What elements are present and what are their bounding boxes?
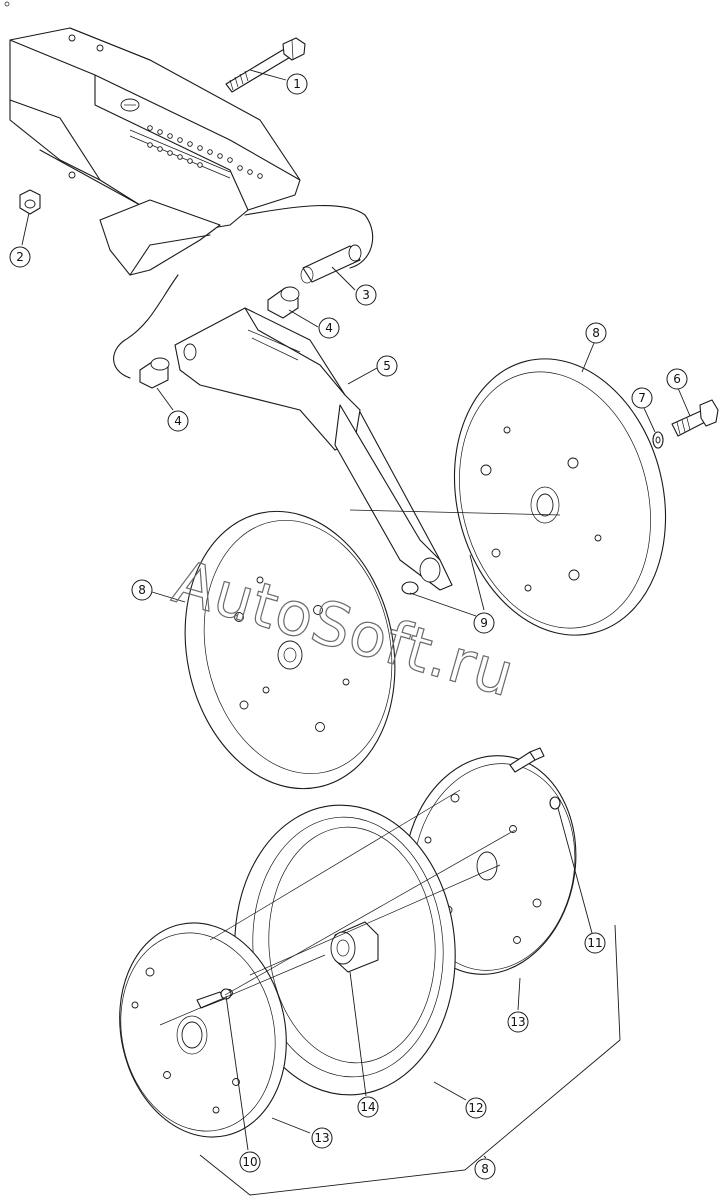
callout-13-left-text: 13 xyxy=(314,1131,329,1145)
callout-11: 11 xyxy=(584,932,606,954)
callout-8-left: 8 xyxy=(131,579,153,601)
bolt-1 xyxy=(225,37,306,93)
nut-2 xyxy=(19,189,41,215)
callout-13-left: 13 xyxy=(311,1127,333,1149)
callout-9: 9 xyxy=(473,612,495,634)
callout-7: 7 xyxy=(631,387,653,409)
bracket-line-8 xyxy=(199,924,621,1196)
callout-4-upper-text: 4 xyxy=(325,321,333,335)
callout-8-right-text: 8 xyxy=(592,326,600,340)
arm-5 xyxy=(174,307,453,591)
callout-13-right-text: 13 xyxy=(510,1015,525,1029)
callout-4-lower-text: 4 xyxy=(174,414,182,428)
pin-3 xyxy=(300,244,362,284)
plate-13-left xyxy=(119,922,287,1138)
callout-4-lower: 4 xyxy=(167,410,189,432)
mount-outline xyxy=(113,205,374,379)
callout-2-text: 2 xyxy=(16,250,24,264)
bolt-11-area xyxy=(509,747,561,810)
callout-13-right: 13 xyxy=(507,1011,529,1033)
frame-toolbar xyxy=(9,27,301,276)
corner-mark xyxy=(4,1,10,7)
callout-7-text: 7 xyxy=(638,391,646,405)
callout-11-text: 11 xyxy=(587,936,602,950)
bushing-4-lower xyxy=(139,357,170,389)
bolt-6 xyxy=(671,399,719,437)
hub-14 xyxy=(330,921,379,973)
callout-1-text: 1 xyxy=(293,77,301,91)
callout-2: 2 xyxy=(9,246,31,268)
callout-3: 3 xyxy=(355,284,377,306)
callout-5: 5 xyxy=(376,355,398,377)
callout-3-text: 3 xyxy=(362,288,370,302)
callout-6-text: 6 xyxy=(673,372,681,386)
washer-7 xyxy=(652,431,664,449)
callout-14-text: 14 xyxy=(360,1100,375,1114)
callout-8-bottom-text: 8 xyxy=(481,1162,489,1176)
callout-6: 6 xyxy=(666,368,688,390)
callout-4-upper: 4 xyxy=(318,317,340,339)
callout-10-text: 10 xyxy=(242,1155,257,1169)
callout-9-text: 9 xyxy=(480,616,488,630)
assembly-axes xyxy=(159,509,561,1026)
callout-12-text: 12 xyxy=(468,1101,483,1115)
callout-1: 1 xyxy=(286,73,308,95)
disc-8-left xyxy=(184,510,396,790)
callout-8-bottom: 8 xyxy=(474,1158,496,1180)
callout-10: 10 xyxy=(239,1151,261,1173)
callout-5-text: 5 xyxy=(383,359,391,373)
callout-12: 12 xyxy=(465,1097,487,1119)
disc-8-right xyxy=(453,358,667,636)
callout-8-left-text: 8 xyxy=(138,583,146,597)
callout-8-right: 8 xyxy=(585,322,607,344)
leader-lines xyxy=(21,69,691,1159)
callout-14: 14 xyxy=(357,1096,379,1118)
